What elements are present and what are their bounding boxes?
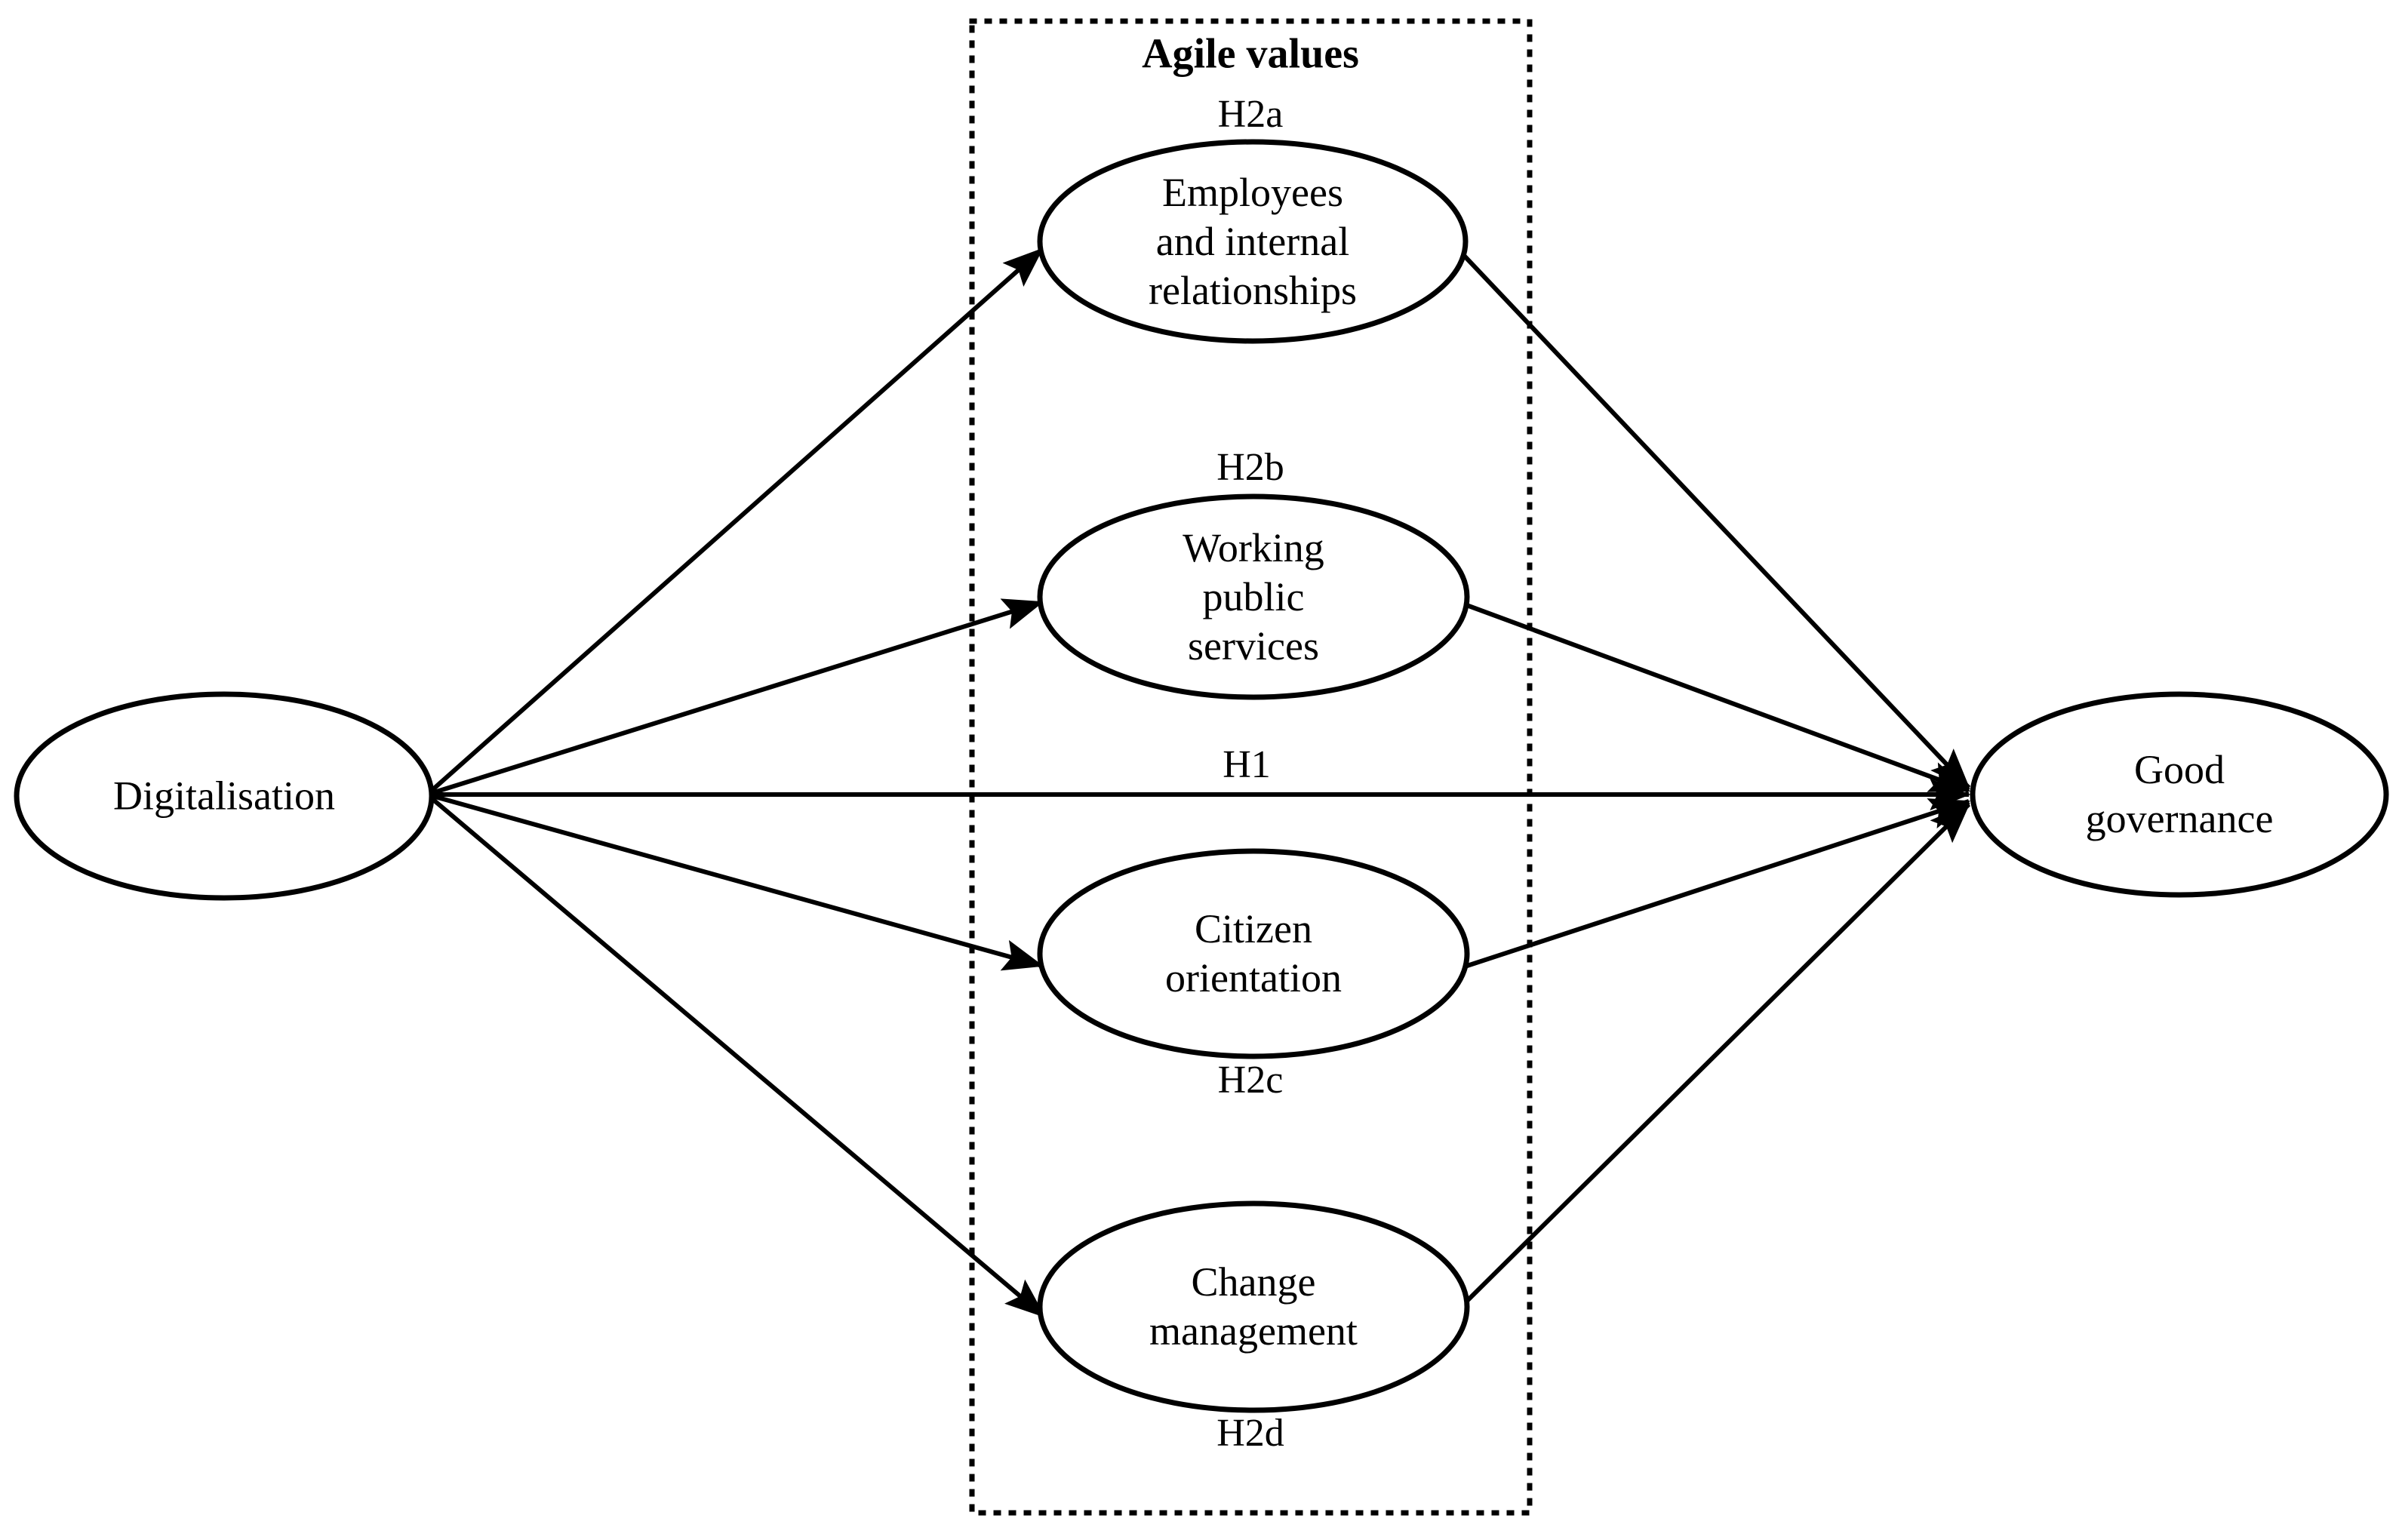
node-digitalisation[interactable] — [14, 691, 435, 901]
edge-digitalisation-to-working-public-services — [426, 598, 1044, 797]
edge-digitalisation-to-employees — [426, 247, 1044, 797]
node-working-public-services[interactable] — [1037, 493, 1470, 700]
agile-values-group-title: Agile values — [1142, 30, 1359, 78]
edge-working-public-services-to-good-governance — [1461, 601, 1971, 793]
hypothesis-label-h2c: H2c — [1217, 1058, 1284, 1102]
agile-values-group-box — [969, 18, 1533, 1516]
edge-digitalisation-to-change-management — [426, 792, 1046, 1319]
node-citizen-orientation[interactable] — [1037, 848, 1470, 1059]
hypothesis-label-h2b: H2b — [1216, 445, 1284, 489]
node-label-digitalisation: Digitalisation — [113, 773, 335, 819]
node-label-working-public-services: Working public services — [1183, 524, 1324, 669]
hypothesis-label-h2d: H2d — [1216, 1411, 1284, 1455]
node-employees-and-internal-relationships[interactable] — [1037, 139, 1469, 344]
node-good-governance[interactable] — [1970, 691, 2389, 898]
hypothesis-label-h2a: H2a — [1217, 92, 1284, 136]
edge-change-management-to-good-governance — [1453, 802, 1971, 1315]
node-label-citizen-orientation: Citizen orientation — [1165, 906, 1342, 1001]
edge-digitalisation-to-citizen-orientation — [426, 792, 1044, 971]
node-change-management[interactable] — [1037, 1200, 1470, 1413]
hypothesis-label-h1: H1 — [1223, 742, 1271, 786]
edge-citizen-orientation-to-good-governance — [1462, 798, 1971, 970]
node-label-employees-and-internal-relationships: Employees and internal relationships — [1149, 169, 1357, 313]
edge-employees-to-good-governance — [1453, 244, 1971, 790]
node-label-good-governance: Good governance — [2085, 747, 2274, 841]
node-label-change-management: Change management — [1149, 1259, 1358, 1354]
